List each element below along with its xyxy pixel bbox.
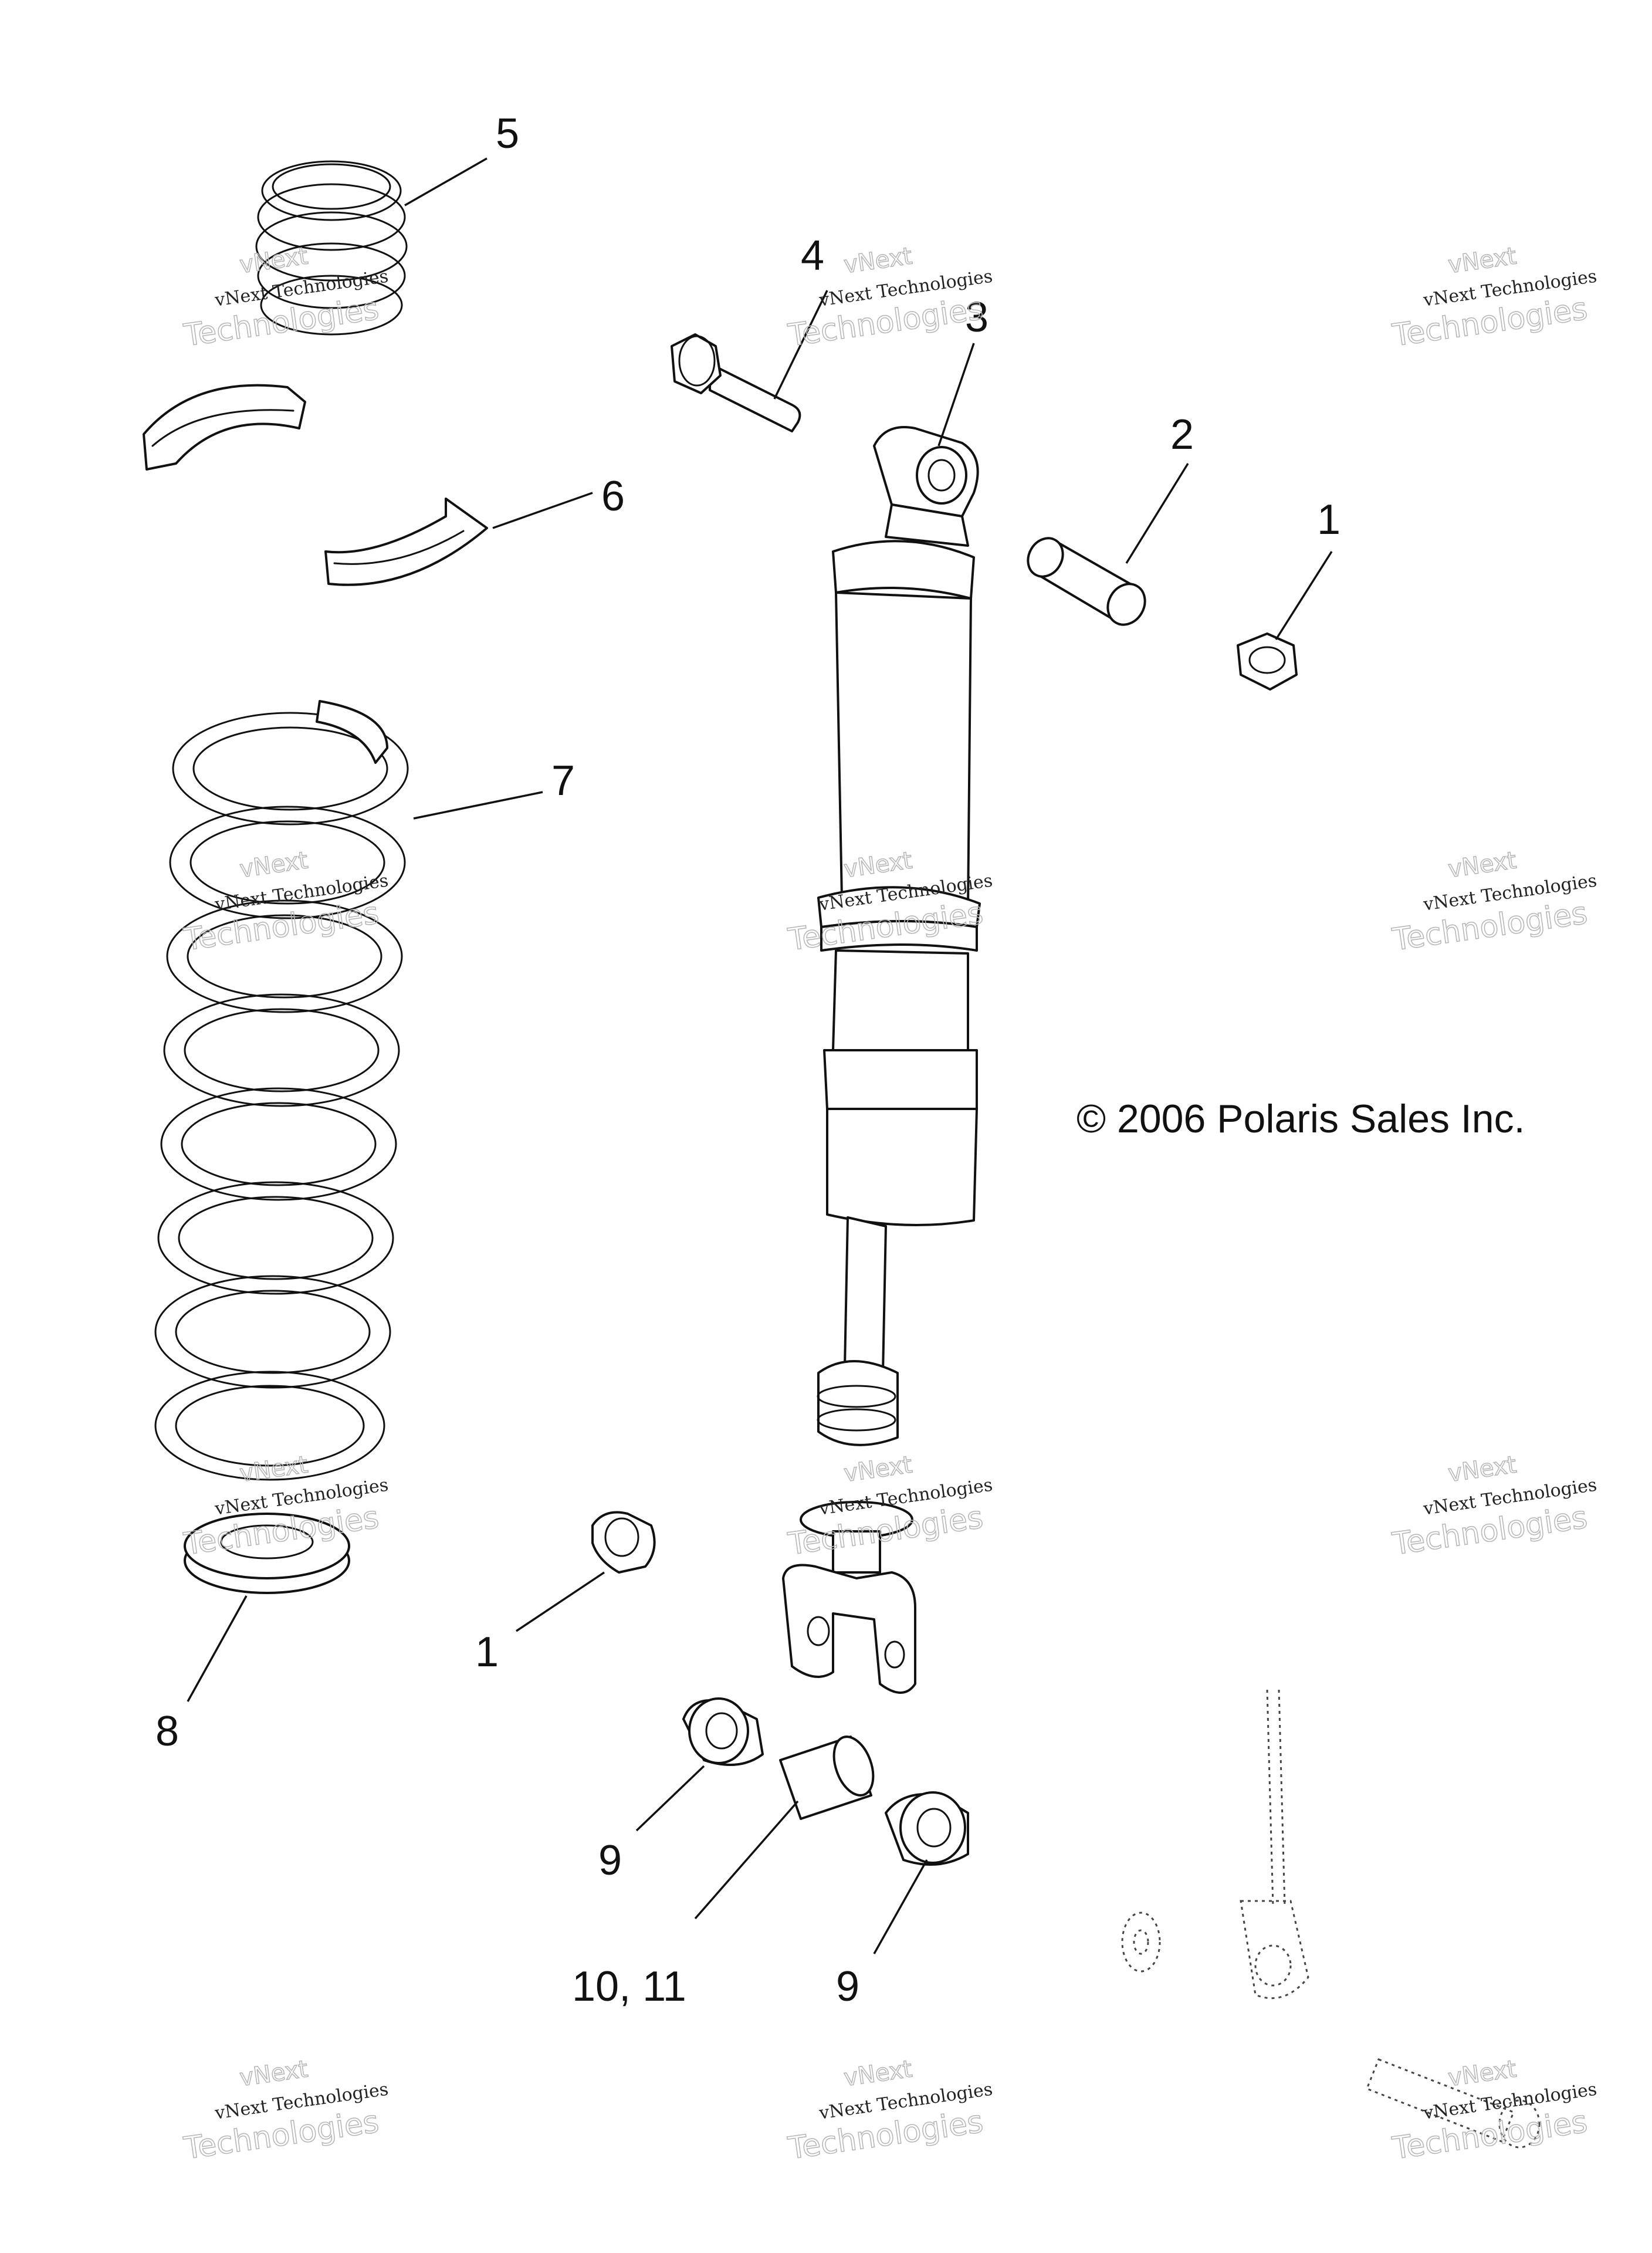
watermark: vNext vNext Technologies Technologies	[181, 242, 390, 354]
callout-8: 8	[155, 1708, 179, 1755]
part-9-bushing-right	[885, 1791, 969, 1866]
part-1-nut-upper	[1237, 632, 1298, 691]
faint-tie-rod	[1240, 1689, 1309, 2000]
part-9-bushing-left	[682, 1697, 764, 1766]
callout-9-left: 9	[598, 1837, 622, 1884]
callout-3: 3	[965, 294, 989, 341]
svg-text:vNext: vNext	[238, 2055, 310, 2092]
callout-1-upper: 1	[1317, 496, 1340, 543]
part-6-retainer-upper	[143, 384, 306, 471]
watermark: vNext vNext Technologies Technologies	[181, 2055, 390, 2167]
callout-6: 6	[601, 473, 625, 520]
part-1-nut-lower	[591, 1511, 656, 1574]
watermark: vNext vNext Technologies Technologies	[1390, 2055, 1599, 2167]
part-10-11-sleeve	[779, 1736, 875, 1820]
svg-text:vNext: vNext	[238, 1451, 310, 1487]
callout-10-11: 10, 11	[572, 1963, 686, 2010]
copyright-notice: © 2006 Polaris Sales Inc.	[1076, 1097, 1525, 1141]
callout-5: 5	[496, 110, 519, 157]
svg-text:vNext: vNext	[842, 242, 914, 279]
svg-text:vNext: vNext	[238, 847, 310, 883]
callout-4: 4	[801, 232, 824, 279]
part-6-retainer-lower	[324, 498, 488, 586]
faint-washer	[1121, 1912, 1161, 1973]
part-2-sleeve	[1027, 537, 1146, 626]
watermark: vNext vNext Technologies Technologies	[1390, 242, 1599, 354]
svg-text:vNext: vNext	[1447, 2055, 1518, 2092]
svg-text:vNext: vNext	[1447, 847, 1518, 883]
watermark: vNext vNext Technologies Technologies	[1390, 1451, 1599, 1563]
part-7-coil-spring	[154, 700, 409, 1481]
callout-numbers: 5 4 3 2 1 6 7 1 8 9 10, 11 9	[155, 110, 1340, 2010]
watermark: vNext vNext Technologies Technologies	[1390, 847, 1599, 959]
svg-text:vNext: vNext	[842, 1451, 914, 1487]
part-5-spring	[255, 160, 408, 336]
leader-lines	[187, 157, 1333, 1954]
watermark: vNext vNext Technologies Technologies	[786, 2055, 994, 2167]
svg-text:vNext: vNext	[1447, 242, 1518, 279]
callout-7: 7	[551, 757, 575, 804]
svg-text:vNext: vNext	[238, 242, 310, 279]
part-3-shock-absorber	[782, 426, 981, 1694]
part-8-spring-seat	[184, 1513, 350, 1594]
callout-9-right: 9	[836, 1963, 859, 2010]
callout-1-lower: 1	[475, 1629, 499, 1676]
part-4-bolt	[671, 333, 801, 432]
callout-2: 2	[1170, 411, 1194, 458]
svg-text:vNext: vNext	[842, 2055, 914, 2092]
watermark: vNext vNext Technologies Technologies	[786, 1451, 994, 1563]
faint-bolt	[1366, 2058, 1541, 2149]
svg-text:vNext: vNext	[1447, 1451, 1518, 1487]
watermark: vNext vNext Technologies Technologies	[181, 847, 390, 959]
